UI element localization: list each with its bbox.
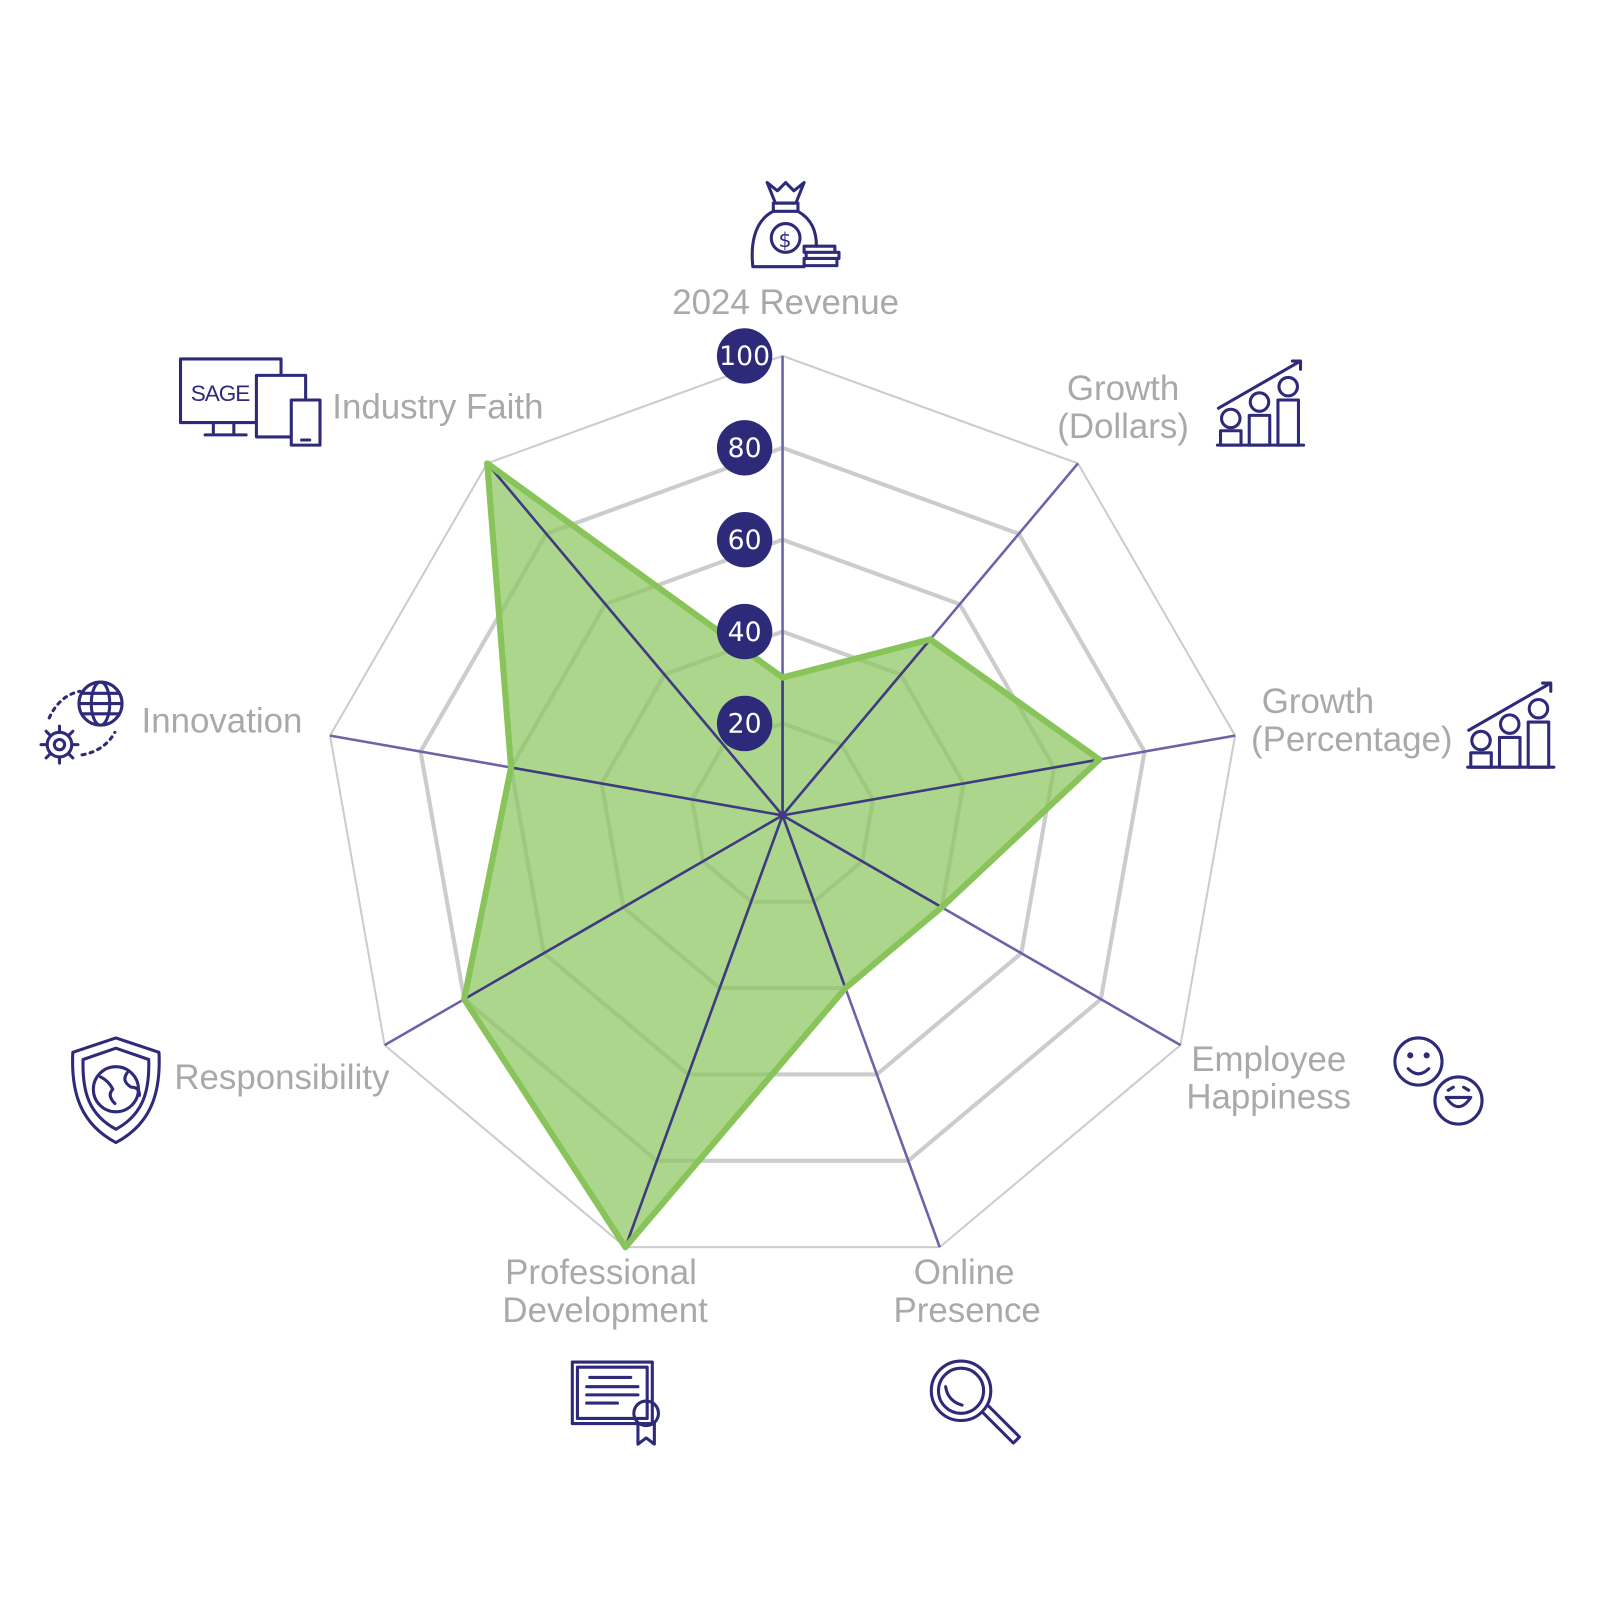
series-area <box>464 463 1100 1248</box>
axis-line-inner <box>486 462 784 817</box>
axis-line-inner <box>510 766 783 817</box>
data-point <box>461 996 468 1003</box>
smiley-faces-icon <box>1393 1036 1484 1126</box>
data-point <box>779 674 786 681</box>
grid-ring-80 <box>418 445 1147 1163</box>
tick-badge <box>716 420 773 476</box>
axis-label-growth-dollars: Growth(Dollars) <box>1057 369 1189 446</box>
sage-logo-text: SAGE <box>191 381 251 406</box>
tick-badge <box>716 695 773 752</box>
grid-ring-100 <box>328 354 1237 1249</box>
axis-label-responsibility: Responsibility <box>174 1058 390 1097</box>
axis-line-inner <box>781 814 943 909</box>
data-point <box>507 764 515 771</box>
data-point <box>484 460 491 467</box>
tick-label: 20 <box>728 709 762 740</box>
data-point <box>842 985 849 992</box>
tick-label: 80 <box>728 433 762 464</box>
magnifier-icon <box>929 1359 1022 1445</box>
globe-gear-icon <box>39 680 124 765</box>
tick-label: 40 <box>728 617 762 648</box>
series <box>461 460 1103 1251</box>
tick-labels: 20 40 60 80 100 <box>716 328 773 752</box>
tick-label: 60 <box>728 525 762 556</box>
svg-text:$: $ <box>778 228 791 252</box>
certificate-icon <box>570 1360 660 1446</box>
data-point <box>927 636 934 643</box>
axis-line-inner <box>624 814 784 1248</box>
tick-badge <box>716 603 773 660</box>
axis-label-industry-faith: Industry Faith <box>332 387 543 426</box>
axis-line-inner <box>781 814 847 989</box>
shield-globe-icon <box>71 1036 161 1145</box>
axis-line-inner <box>781 638 932 817</box>
axis-line-inner <box>782 758 1100 817</box>
tick-badge <box>716 328 773 384</box>
data-point <box>938 904 945 911</box>
axis-label-growth-percentage: Growth(Percentage) <box>1251 682 1453 759</box>
coin-growth-icon <box>1466 681 1556 769</box>
data-point <box>622 1244 629 1251</box>
axis-line-inner <box>463 814 784 1001</box>
tick-label: 100 <box>719 341 770 372</box>
coin-growth-icon <box>1215 359 1306 447</box>
series-outline <box>461 460 1103 1251</box>
money-bag-icon: $ <box>750 181 841 269</box>
axis-label-revenue: 2024 Revenue <box>672 283 899 322</box>
data-point <box>1096 756 1103 763</box>
tick-badge <box>716 512 773 568</box>
devices-icon: SAGE <box>178 357 322 447</box>
axis-label-innovation: Innovation <box>142 701 303 740</box>
